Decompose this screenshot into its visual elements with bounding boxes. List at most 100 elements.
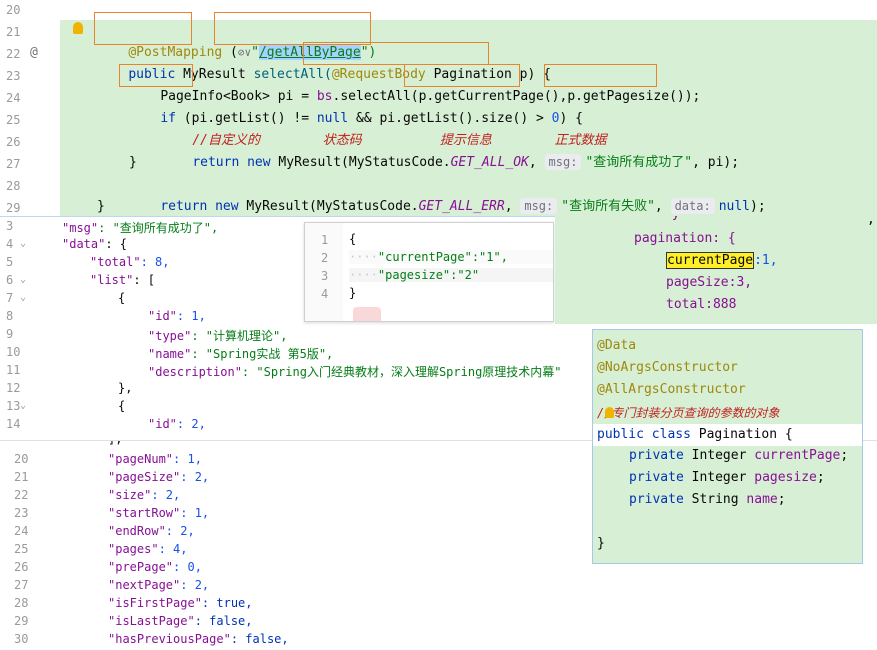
json-line-number: 23	[14, 506, 29, 520]
comment-labels: //自定义的 状态码 提示信息 正式数据	[192, 133, 607, 148]
highlight-route-path	[214, 12, 371, 45]
req-ln-1: 1	[321, 233, 329, 247]
json-lower-bracket: ],	[108, 441, 122, 446]
json-value: : 1,	[180, 506, 210, 520]
json-value: },	[118, 381, 133, 395]
highlight-pageinfo	[119, 64, 193, 87]
cond: (pi.getList() !=	[183, 111, 317, 126]
kw-return: return	[192, 155, 248, 170]
code-line-27: }	[129, 155, 137, 170]
code-editor-pane[interactable]: 20 21 22 23 24 25 26 27 28 29 @ @PostMap…	[0, 0, 877, 216]
json-key: "isFirstPage"	[108, 596, 202, 610]
class-anno-noargs: @NoArgsConstructor	[597, 360, 738, 375]
json-key: "list"	[90, 273, 134, 287]
fold-chevron-icon[interactable]: ⌄	[20, 238, 27, 249]
req-pagesize: "pagesize":"2"	[377, 268, 480, 282]
req-ln-3: 3	[321, 269, 329, 283]
param-decl: Pagination p) {	[425, 67, 551, 82]
highlight-postmapping	[94, 12, 192, 45]
cond2: && pi.getList().size() >	[348, 111, 552, 126]
json-line: "isFirstPage": true,	[108, 596, 253, 610]
class-anno-allargs: @AllArgsConstructor	[597, 382, 746, 397]
gutter-at-icon[interactable]: @	[30, 45, 38, 60]
json-value: : 1,	[176, 309, 206, 323]
json-key: "size"	[108, 488, 152, 502]
json-line-number: 24	[14, 524, 29, 538]
yaml-pagination: pagination: {	[634, 231, 736, 246]
json-value: : [	[133, 273, 156, 287]
yaml-currentpage-val: :1,	[754, 253, 778, 268]
code-line-22: public MyResult selectAll(@RequestBody P…	[97, 42, 551, 82]
field-name: private String name;	[629, 492, 786, 507]
type-myresult: MyResult	[183, 67, 254, 82]
quote-close: ")	[360, 45, 377, 60]
kw-null: null	[316, 111, 349, 126]
json-line: },	[118, 381, 132, 395]
json-value: : "Spring入门经典教材，深入理解Spring原理技术内幕"	[241, 365, 562, 379]
fold-chevron-icon[interactable]: ⌄	[20, 292, 27, 303]
json-line: "size": 2,	[108, 488, 180, 502]
requestbody-annotation: @RequestBody	[331, 67, 426, 82]
json-value: : 2,	[151, 488, 181, 502]
search-icon[interactable]	[353, 307, 381, 321]
kw-new: new	[215, 199, 247, 214]
kw-return: return	[160, 199, 216, 214]
pagination-class-pane[interactable]: @Data @NoArgsConstructor @AllArgsConstru…	[592, 329, 863, 564]
method-name: selectAll(	[253, 67, 332, 82]
highlight-requestbody	[303, 42, 489, 65]
code-line-24: if (pi.getList() != null && pi.getList()…	[129, 86, 583, 126]
class-comment: //专门封装分页查询的参数的对象	[597, 406, 780, 420]
json-line: "id": 1,	[148, 309, 206, 323]
yaml-total: total:888	[666, 297, 737, 312]
field-name: name	[746, 492, 778, 507]
json-value: : false,	[194, 614, 253, 628]
json-value: : 0,	[173, 560, 202, 574]
getter-currentpage: getCurrentPage	[434, 89, 544, 104]
fold-chevron-icon[interactable]: ⌄	[20, 274, 27, 285]
kw-private: private	[629, 448, 692, 463]
json-line-number: 22	[14, 488, 29, 502]
code-line-21: @PostMapping (⊘∨"/getAllByPage")	[97, 20, 376, 60]
comma: ,	[528, 155, 545, 170]
json-line-number: 29	[14, 614, 29, 628]
type-pageinfo: PageInfo	[160, 89, 223, 104]
json-line: "prePage": 0,	[108, 560, 202, 574]
paren: (	[222, 45, 238, 60]
req-line-2: ····"currentPage":"1",	[349, 250, 553, 264]
json-line: "hasPreviousPage": false,	[108, 632, 289, 646]
num-zero: 0	[551, 111, 560, 126]
ctor: MyResult(MyStatusCode.	[278, 155, 451, 170]
json-value: : 8,	[140, 255, 170, 269]
lightbulb-icon[interactable]	[605, 407, 614, 418]
gutter-ln-26: 26	[6, 135, 21, 149]
req-currentpage: "currentPage":"1",	[377, 250, 508, 264]
ctor: MyResult(MyStatusCode.	[246, 199, 419, 214]
json-line: "type": "计算机理论",	[148, 327, 287, 344]
kw-public: public	[597, 427, 652, 442]
gutter-ln-27: 27	[6, 157, 21, 171]
fold-chevron-icon[interactable]: ⌄	[20, 400, 27, 411]
req-line-1: {	[349, 232, 357, 246]
type-string: String	[691, 492, 747, 507]
highlight-getcurrentpage	[404, 64, 520, 87]
json-line: "pageSize": 2,	[108, 470, 209, 484]
yaml-config-pane[interactable]: y ,, pagination: { currentPage:1, pageSi…	[555, 216, 877, 324]
semicolon: ;	[816, 470, 825, 485]
const-get-all-err: GET_ALL_ERR	[418, 199, 505, 214]
json-line-number: 13	[6, 399, 21, 413]
request-body-panel[interactable]: 1 2 3 4 { ····"currentPage":"1", ····"pa…	[304, 222, 554, 322]
code-line-25: //自定义的 状态码 提示信息 正式数据	[161, 108, 606, 148]
req-ln-4: 4	[321, 287, 329, 301]
gutter-ln-23: 23	[6, 69, 21, 83]
lightbulb-icon[interactable]	[73, 22, 83, 34]
json-value: {	[118, 291, 126, 305]
kw-private: private	[629, 492, 692, 507]
json-line: "isLastPage": false,	[108, 614, 253, 628]
gutter-ln-22: 22	[6, 47, 21, 61]
route-icon[interactable]: ⊘∨	[237, 46, 252, 59]
kw-public: public	[128, 67, 184, 82]
highlight-getpagesize	[544, 64, 657, 87]
json-value: : 2,	[180, 578, 210, 592]
json-key: "name"	[148, 347, 192, 361]
json-value: : 2,	[165, 524, 195, 538]
